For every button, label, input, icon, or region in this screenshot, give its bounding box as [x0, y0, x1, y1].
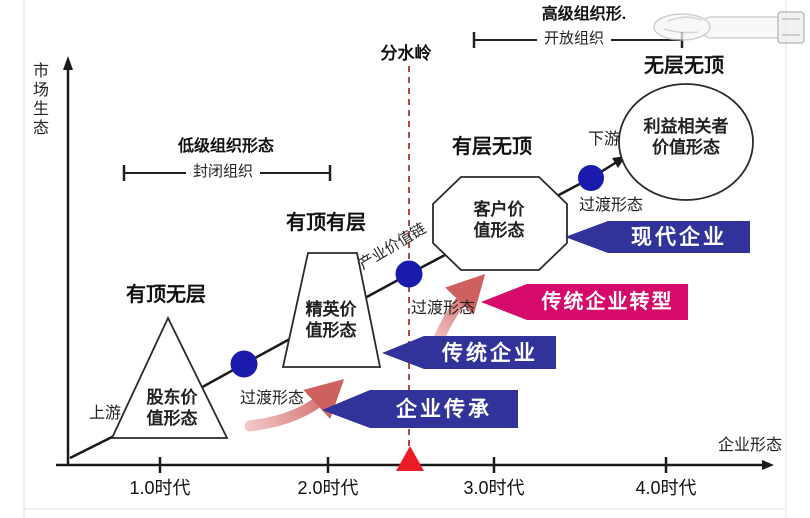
y-axis-arrowhead-icon [63, 56, 73, 70]
hand-watermark-image [653, 11, 805, 44]
stage-heading-4: 无层无顶 [644, 55, 724, 77]
stakeholder-circle-shape [618, 83, 754, 201]
transition-label-1: 过渡形态 [239, 390, 304, 407]
x-tick-3: 3.0时代 [463, 478, 525, 498]
banner-modern [565, 221, 750, 253]
x-tick-4: 4.0时代 [635, 478, 697, 498]
elite-value-label: 精英价 值形态 [305, 300, 357, 341]
stage-heading-3: 有层无顶 [452, 136, 532, 158]
banner-traditional-label: 传统企业 [442, 342, 538, 365]
banner-transformation [481, 284, 688, 320]
transition-label-2: 过渡形态 [410, 300, 475, 317]
stage-heading-2: 有顶有层 [286, 212, 366, 234]
y-axis-label: 市场生态 [30, 62, 47, 138]
x-tick-1: 1.0时代 [129, 478, 191, 498]
closed-org-label: 封闭组织 [186, 163, 261, 182]
low-org-title: 低级组织形态 [177, 138, 274, 155]
elite-trapezoid-shape [281, 252, 382, 368]
banner-traditional [382, 336, 556, 369]
banner-succession [322, 390, 518, 428]
customer-octagon-shape [432, 176, 568, 271]
banner-transformation-label: 传统企业转型 [541, 291, 674, 313]
watershed-marker-icon [396, 446, 424, 471]
shareholder-value-label: 股东价 值形态 [146, 388, 198, 429]
page-border [23, 0, 787, 518]
transition-label-3: 过渡形态 [578, 197, 643, 214]
x-axis-label: 企业形态 [717, 437, 782, 454]
banner-modern-label: 现代企业 [631, 226, 727, 249]
stage-heading-1: 有顶无层 [126, 284, 206, 306]
x-axis-arrowhead-icon [762, 460, 774, 470]
open-org-label: 开放组织 [537, 30, 612, 49]
x-tick-2: 2.0时代 [297, 478, 359, 498]
x-axis-ticks [158, 457, 668, 473]
downstream-label: 下游 [587, 131, 620, 148]
upstream-label: 上游 [88, 405, 121, 422]
banner-succession-label: 企业传承 [396, 398, 492, 421]
customer-value-label: 客户价 值形态 [473, 200, 525, 241]
shareholder-triangle-shape [110, 315, 229, 439]
watershed-label: 分水岭 [380, 44, 432, 63]
high-org-title: 高级组织形. [541, 6, 627, 23]
transition-dot-1 [230, 350, 258, 378]
transition-dot-3 [578, 165, 604, 191]
transition-dot-2 [395, 260, 423, 288]
swoosh-arrow-1-icon [244, 379, 345, 432]
stakeholder-value-label: 利益相关者 价值形态 [643, 117, 729, 158]
